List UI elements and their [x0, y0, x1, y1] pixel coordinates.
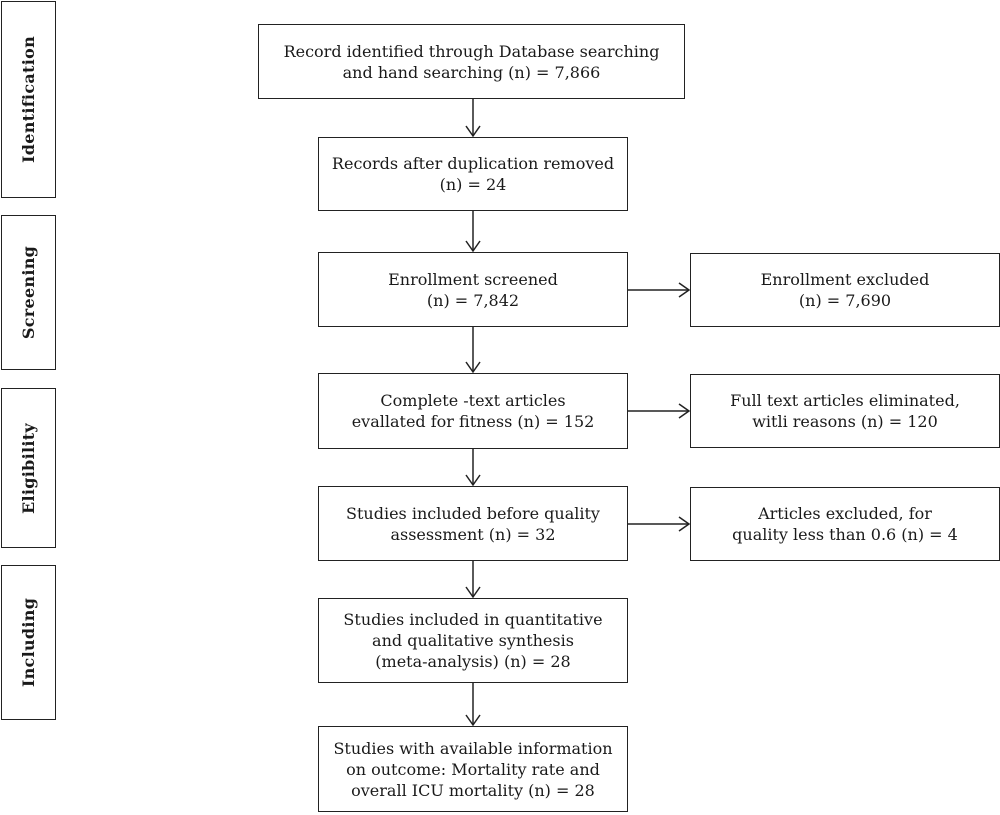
box-synthesis: Studies included in quantitative and qua…	[318, 598, 628, 683]
box-after-duplication-text: Records after duplication removed (n) = …	[331, 154, 615, 194]
box-quality-excluded-text: Articles excluded, for quality less than…	[732, 504, 958, 544]
box-fulltext-eliminated-text: Full text articles eliminated, witli rea…	[730, 391, 960, 431]
box-fulltext-assessed-text: Complete -text articles evallated for fi…	[351, 391, 595, 431]
box-quality-excluded: Articles excluded, for quality less than…	[690, 487, 1000, 561]
stage-eligibility: Eligibility	[1, 388, 56, 548]
arrow-fulltext-to-before-quality	[465, 449, 481, 487]
arrow-identified-to-duplication	[465, 99, 481, 138]
box-outcome-text: Studies with available information on ou…	[333, 738, 613, 800]
box-synthesis-text: Studies included in quantitative and qua…	[343, 610, 603, 671]
arrow-before-quality-to-synthesis	[465, 561, 481, 599]
box-enrollment-excluded: Enrollment excluded (n) = 7,690	[690, 253, 1000, 327]
arrow-screened-to-excluded	[628, 282, 691, 298]
box-enrollment-excluded-text: Enrollment excluded (n) = 7,690	[760, 270, 930, 310]
box-outcome: Studies with available information on ou…	[318, 726, 628, 812]
arrow-fulltext-to-eliminated	[628, 403, 691, 419]
box-records-identified-text: Record identified through Database searc…	[283, 41, 660, 82]
box-enrollment-screened: Enrollment screened (n) = 7,842	[318, 252, 628, 327]
box-records-identified: Record identified through Database searc…	[258, 24, 685, 99]
arrow-duplication-to-screened	[465, 211, 481, 253]
stage-screening: Screening	[1, 215, 56, 370]
arrow-screened-to-fulltext	[465, 327, 481, 374]
box-before-quality-text: Studies included before quality assessme…	[346, 503, 600, 544]
box-enrollment-screened-text: Enrollment screened (n) = 7,842	[388, 269, 558, 310]
box-before-quality: Studies included before quality assessme…	[318, 486, 628, 561]
stage-identification: Identification	[1, 1, 56, 198]
arrow-before-quality-to-excluded	[628, 516, 691, 532]
arrow-synthesis-to-outcome	[465, 683, 481, 727]
box-fulltext-eliminated: Full text articles eliminated, witli rea…	[690, 374, 1000, 448]
box-fulltext-assessed: Complete -text articles evallated for fi…	[318, 373, 628, 449]
stage-including: Including	[1, 565, 56, 720]
box-after-duplication: Records after duplication removed (n) = …	[318, 137, 628, 211]
